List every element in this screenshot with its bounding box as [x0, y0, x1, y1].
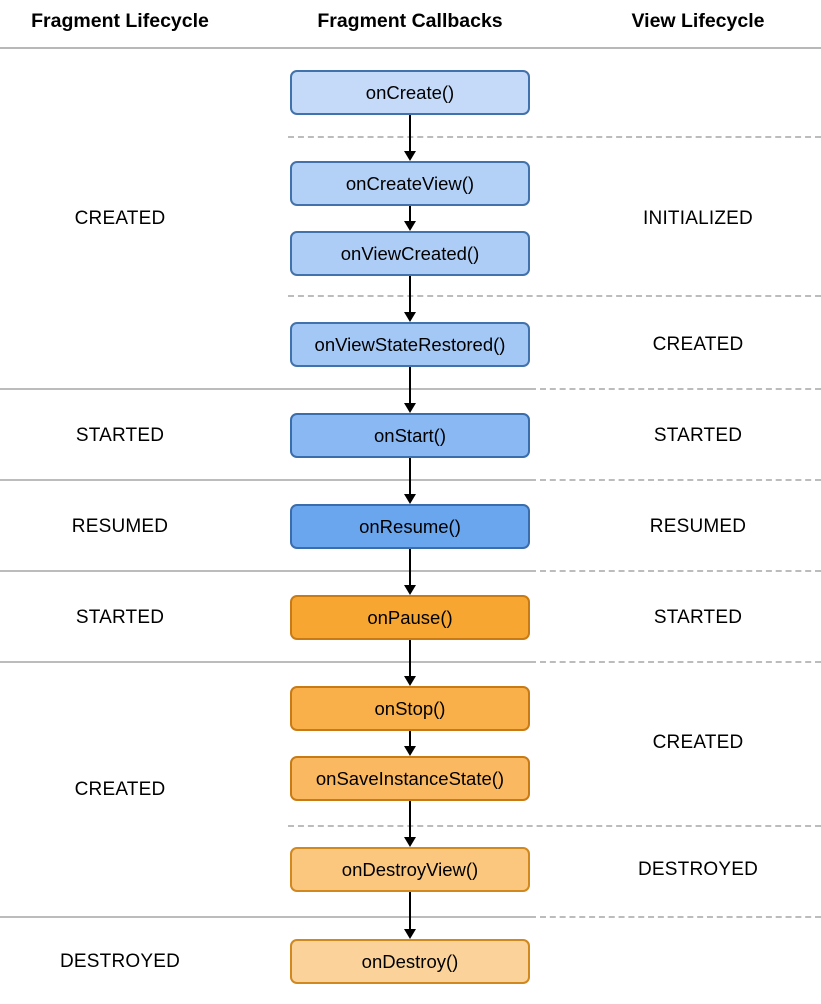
view-state-initialized-0: INITIALIZED [643, 208, 753, 229]
arrow-head [404, 151, 416, 161]
arrow-shaft [409, 206, 411, 222]
fragment-state-resumed-2: RESUMED [71, 516, 169, 537]
separator-dashed-10 [288, 825, 821, 827]
arrow-head [404, 837, 416, 847]
separator-solid-6 [0, 570, 536, 572]
separator-solid-2 [0, 388, 536, 390]
separator-solid-8 [0, 661, 536, 663]
arrow-head [404, 929, 416, 939]
view-state-created-5: CREATED [652, 732, 744, 753]
callback-box-oncreateview[interactable]: onCreateView() [290, 161, 530, 206]
separator-dashed-9 [540, 661, 821, 663]
arrow-head [404, 494, 416, 504]
separator-dashed-3 [540, 388, 821, 390]
fragment-state-destroyed-5: DESTROYED [59, 951, 181, 972]
view-state-created-1: CREATED [652, 334, 744, 355]
view-state-started-2: STARTED [653, 425, 743, 446]
arrow-head [404, 746, 416, 756]
view-state-resumed-3: RESUMED [649, 516, 747, 537]
callback-box-onpause[interactable]: onPause() [290, 595, 530, 640]
separator-dashed-5 [540, 479, 821, 481]
column-header-3: View Lifecycle [631, 10, 765, 32]
column-header-1: Fragment Lifecycle [31, 10, 209, 32]
separator-solid-11 [0, 916, 536, 918]
separator-solid-4 [0, 479, 536, 481]
column-header-2: Fragment Callbacks [317, 10, 503, 32]
view-state-destroyed-6: DESTROYED [637, 859, 759, 880]
separator-dashed-7 [540, 570, 821, 572]
fragment-state-created-0: CREATED [74, 208, 166, 229]
arrow-shaft [409, 458, 411, 495]
callback-box-oncreate[interactable]: onCreate() [290, 70, 530, 115]
arrow-shaft [409, 115, 411, 152]
header-divider [0, 47, 821, 49]
separator-dashed-0 [288, 136, 821, 138]
callback-box-onviewcreated[interactable]: onViewCreated() [290, 231, 530, 276]
fragment-state-created-4: CREATED [74, 779, 166, 800]
callback-box-onstart[interactable]: onStart() [290, 413, 530, 458]
arrow-shaft [409, 640, 411, 677]
callback-box-onstop[interactable]: onStop() [290, 686, 530, 731]
arrow-head [404, 312, 416, 322]
callback-box-ondestroy[interactable]: onDestroy() [290, 939, 530, 984]
arrow-shaft [409, 731, 411, 747]
arrow-shaft [409, 276, 411, 313]
fragment-state-started-1: STARTED [75, 425, 165, 446]
separator-dashed-12 [540, 916, 821, 918]
arrow-head [404, 403, 416, 413]
separator-dashed-1 [288, 295, 821, 297]
arrow-shaft [409, 549, 411, 586]
view-state-started-4: STARTED [653, 607, 743, 628]
arrow-shaft [409, 367, 411, 404]
arrow-head [404, 585, 416, 595]
callback-box-onviewstaterestored[interactable]: onViewStateRestored() [290, 322, 530, 367]
callback-box-ondestroyview[interactable]: onDestroyView() [290, 847, 530, 892]
arrow-shaft [409, 801, 411, 838]
arrow-head [404, 221, 416, 231]
callback-box-onresume[interactable]: onResume() [290, 504, 530, 549]
arrow-shaft [409, 892, 411, 930]
fragment-state-started-3: STARTED [75, 607, 165, 628]
arrow-head [404, 676, 416, 686]
callback-box-onsaveinstancestate[interactable]: onSaveInstanceState() [290, 756, 530, 801]
